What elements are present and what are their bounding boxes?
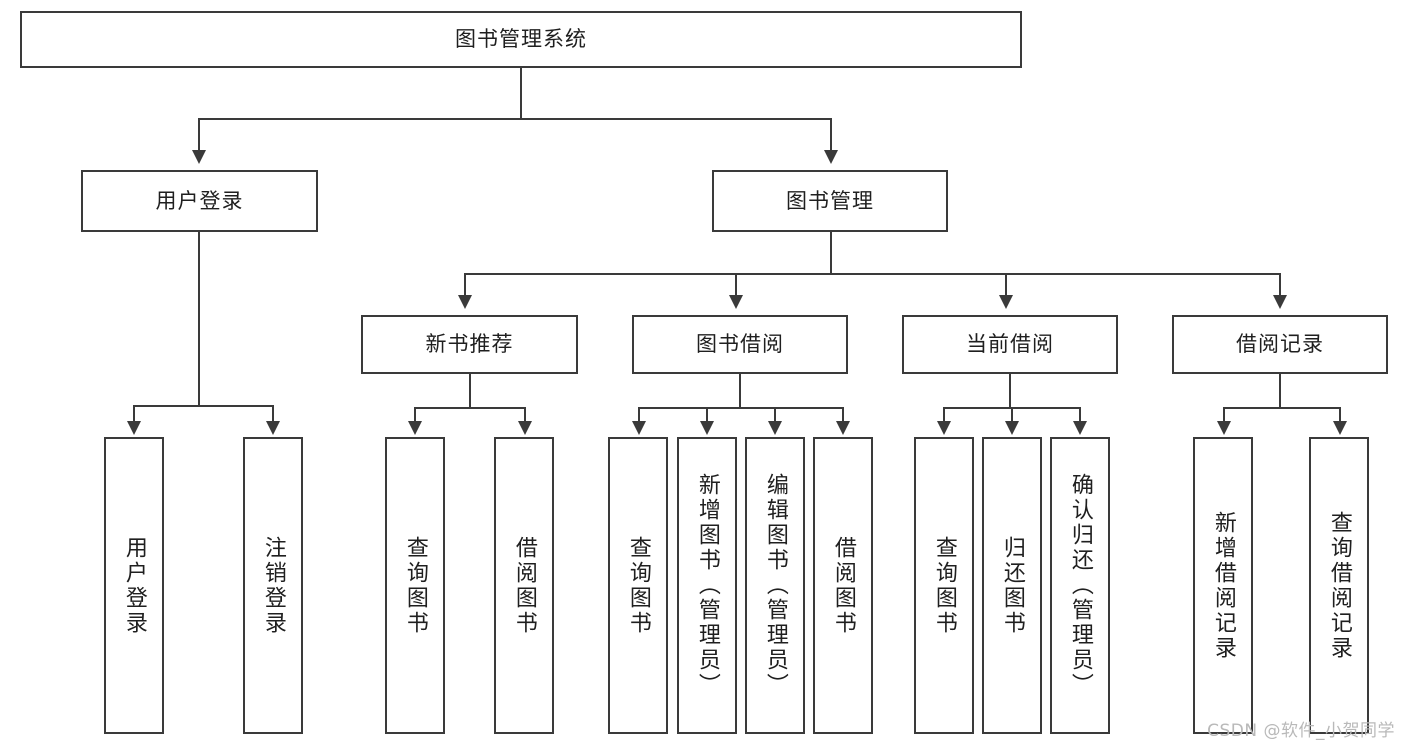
connector-bm-to-borrow-record (1279, 273, 1281, 297)
node-label: 编辑图书（管理员） (762, 473, 788, 698)
connector-borrow-record-bus (1223, 407, 1339, 409)
node-label: 查询图书 (625, 535, 651, 636)
arrowhead-cb-to-leaf-2 (1005, 421, 1019, 435)
node-user-login[interactable]: 用户登录 (81, 170, 318, 232)
connector-bm-to-current-borrow (1005, 273, 1007, 297)
connector-bb-to-leaf-2 (706, 407, 708, 423)
leaf-query-book-borrow[interactable]: 查询图书 (608, 437, 668, 734)
node-root-book-management-system[interactable]: 图书管理系统 (20, 11, 1022, 68)
node-book-management[interactable]: 图书管理 (712, 170, 948, 232)
connector-br-to-leaf-1 (1223, 407, 1225, 423)
arrowhead-root-to-user-login (192, 150, 206, 164)
node-borrow-record[interactable]: 借阅记录 (1172, 315, 1388, 374)
node-label: 确认归还（管理员） (1067, 473, 1093, 698)
leaf-return-book[interactable]: 归还图书 (982, 437, 1042, 734)
node-label: 归还图书 (999, 535, 1025, 636)
arrowhead-cb-to-leaf-1 (937, 421, 951, 435)
connector-book-borrow-bus (638, 407, 844, 409)
connector-root-to-book-management (830, 118, 832, 152)
arrowhead-bb-to-leaf-1 (632, 421, 646, 435)
arrowhead-bb-to-leaf-3 (768, 421, 782, 435)
node-label: 图书管理系统 (455, 27, 587, 52)
node-label: 借阅图书 (830, 535, 856, 636)
arrowhead-bm-to-new-book (458, 295, 472, 309)
connector-user-login-to-leaf-1 (133, 405, 135, 423)
arrowhead-bm-to-borrow-record (1273, 295, 1287, 309)
node-label: 图书借阅 (696, 332, 784, 357)
connector-user-login-to-leaf-2 (272, 405, 274, 423)
node-label: 用户登录 (121, 535, 147, 636)
connector-new-book-bus (414, 407, 524, 409)
node-label: 借阅记录 (1236, 332, 1324, 357)
connector-user-login-stem (198, 232, 200, 405)
connector-root-bus (198, 118, 832, 120)
arrowhead-bb-to-leaf-2 (700, 421, 714, 435)
leaf-add-book-admin[interactable]: 新增图书（管理员） (677, 437, 737, 734)
arrowhead-root-to-book-management (824, 150, 838, 164)
leaf-user-login[interactable]: 用户登录 (104, 437, 164, 734)
node-label: 用户登录 (155, 188, 244, 213)
arrowhead-br-to-leaf-2 (1333, 421, 1347, 435)
leaf-query-borrow-record[interactable]: 查询借阅记录 (1309, 437, 1369, 734)
node-label: 借阅图书 (511, 535, 537, 636)
leaf-edit-book-admin[interactable]: 编辑图书（管理员） (745, 437, 805, 734)
connector-book-management-bus (464, 273, 1280, 275)
node-label: 新书推荐 (425, 332, 514, 357)
leaf-borrow-book-recommend[interactable]: 借阅图书 (494, 437, 554, 734)
connector-user-login-bus (133, 405, 272, 407)
node-book-borrow[interactable]: 图书借阅 (632, 315, 848, 374)
leaf-query-book-current[interactable]: 查询图书 (914, 437, 974, 734)
leaf-confirm-return-admin[interactable]: 确认归还（管理员） (1050, 437, 1110, 734)
arrowhead-bm-to-current-borrow (999, 295, 1013, 309)
arrowhead-new-book-to-leaf-1 (408, 421, 422, 435)
connector-bb-to-leaf-1 (638, 407, 640, 423)
connector-book-borrow-stem (739, 374, 741, 407)
arrowhead-bm-to-book-borrow (729, 295, 743, 309)
node-new-book-recommend[interactable]: 新书推荐 (361, 315, 578, 374)
node-label: 注销登录 (260, 535, 286, 636)
connector-bm-to-book-borrow (735, 273, 737, 297)
node-current-borrow[interactable]: 当前借阅 (902, 315, 1118, 374)
connector-bb-to-leaf-4 (842, 407, 844, 423)
node-label: 查询图书 (931, 535, 957, 636)
arrowhead-user-login-to-leaf-2 (266, 421, 280, 435)
connector-borrow-record-stem (1279, 374, 1281, 407)
connector-bb-to-leaf-3 (774, 407, 776, 423)
arrowhead-br-to-leaf-1 (1217, 421, 1231, 435)
node-label: 新增图书（管理员） (694, 473, 720, 698)
arrowhead-cb-to-leaf-3 (1073, 421, 1087, 435)
connector-br-to-leaf-2 (1339, 407, 1341, 423)
node-label: 当前借阅 (966, 332, 1054, 357)
connector-cb-to-leaf-1 (943, 407, 945, 423)
connector-new-book-to-leaf-1 (414, 407, 416, 423)
leaf-add-borrow-record[interactable]: 新增借阅记录 (1193, 437, 1253, 734)
node-label: 查询图书 (402, 535, 428, 636)
connector-cb-to-leaf-3 (1079, 407, 1081, 423)
node-label: 新增借阅记录 (1210, 510, 1236, 661)
arrowhead-new-book-to-leaf-2 (518, 421, 532, 435)
leaf-query-book-recommend[interactable]: 查询图书 (385, 437, 445, 734)
leaf-logout[interactable]: 注销登录 (243, 437, 303, 734)
connector-root-to-user-login (198, 118, 200, 152)
arrowhead-bb-to-leaf-4 (836, 421, 850, 435)
connector-new-book-to-leaf-2 (524, 407, 526, 423)
connector-cb-to-leaf-2 (1011, 407, 1013, 423)
connector-book-management-stem (830, 232, 832, 273)
node-label: 查询借阅记录 (1326, 510, 1352, 661)
leaf-borrow-book[interactable]: 借阅图书 (813, 437, 873, 734)
connector-bm-to-new-book (464, 273, 466, 297)
connector-new-book-stem (469, 374, 471, 407)
connector-current-borrow-stem (1009, 374, 1011, 407)
node-label: 图书管理 (786, 188, 874, 213)
arrowhead-user-login-to-leaf-1 (127, 421, 141, 435)
connector-root-stem (520, 68, 522, 118)
